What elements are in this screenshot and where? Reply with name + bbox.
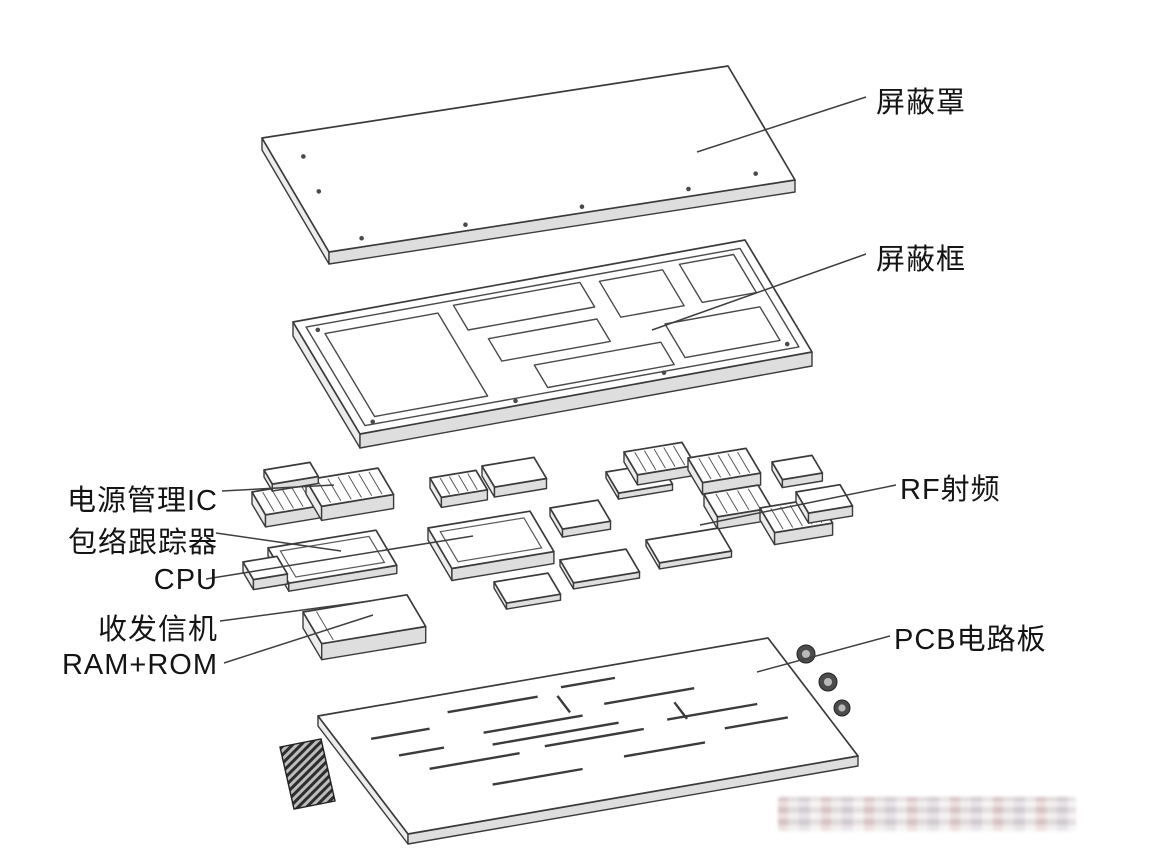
label-cpu: CPU <box>153 564 218 596</box>
ic-components <box>242 441 854 661</box>
watermark-blur <box>778 797 1076 831</box>
label-envelope-tracker: 包络跟踪器 <box>67 527 218 559</box>
label-ram-rom: RAM+ROM <box>61 649 218 681</box>
label-shield-cover: 屏蔽罩 <box>876 87 967 119</box>
label-shield-frame: 屏蔽框 <box>876 244 967 276</box>
label-pmic: 电源管理IC <box>66 485 218 517</box>
label-rf: RF射频 <box>900 474 1001 506</box>
shield-frame-part <box>292 239 813 449</box>
pcb-part <box>279 637 859 845</box>
label-pcb-board: PCB电路板 <box>894 624 1047 656</box>
leader-lines <box>205 96 897 673</box>
pcb-connector-fingers <box>279 738 336 810</box>
shield-cover-part <box>261 65 796 265</box>
label-transceiver: 收发信机 <box>97 614 218 646</box>
